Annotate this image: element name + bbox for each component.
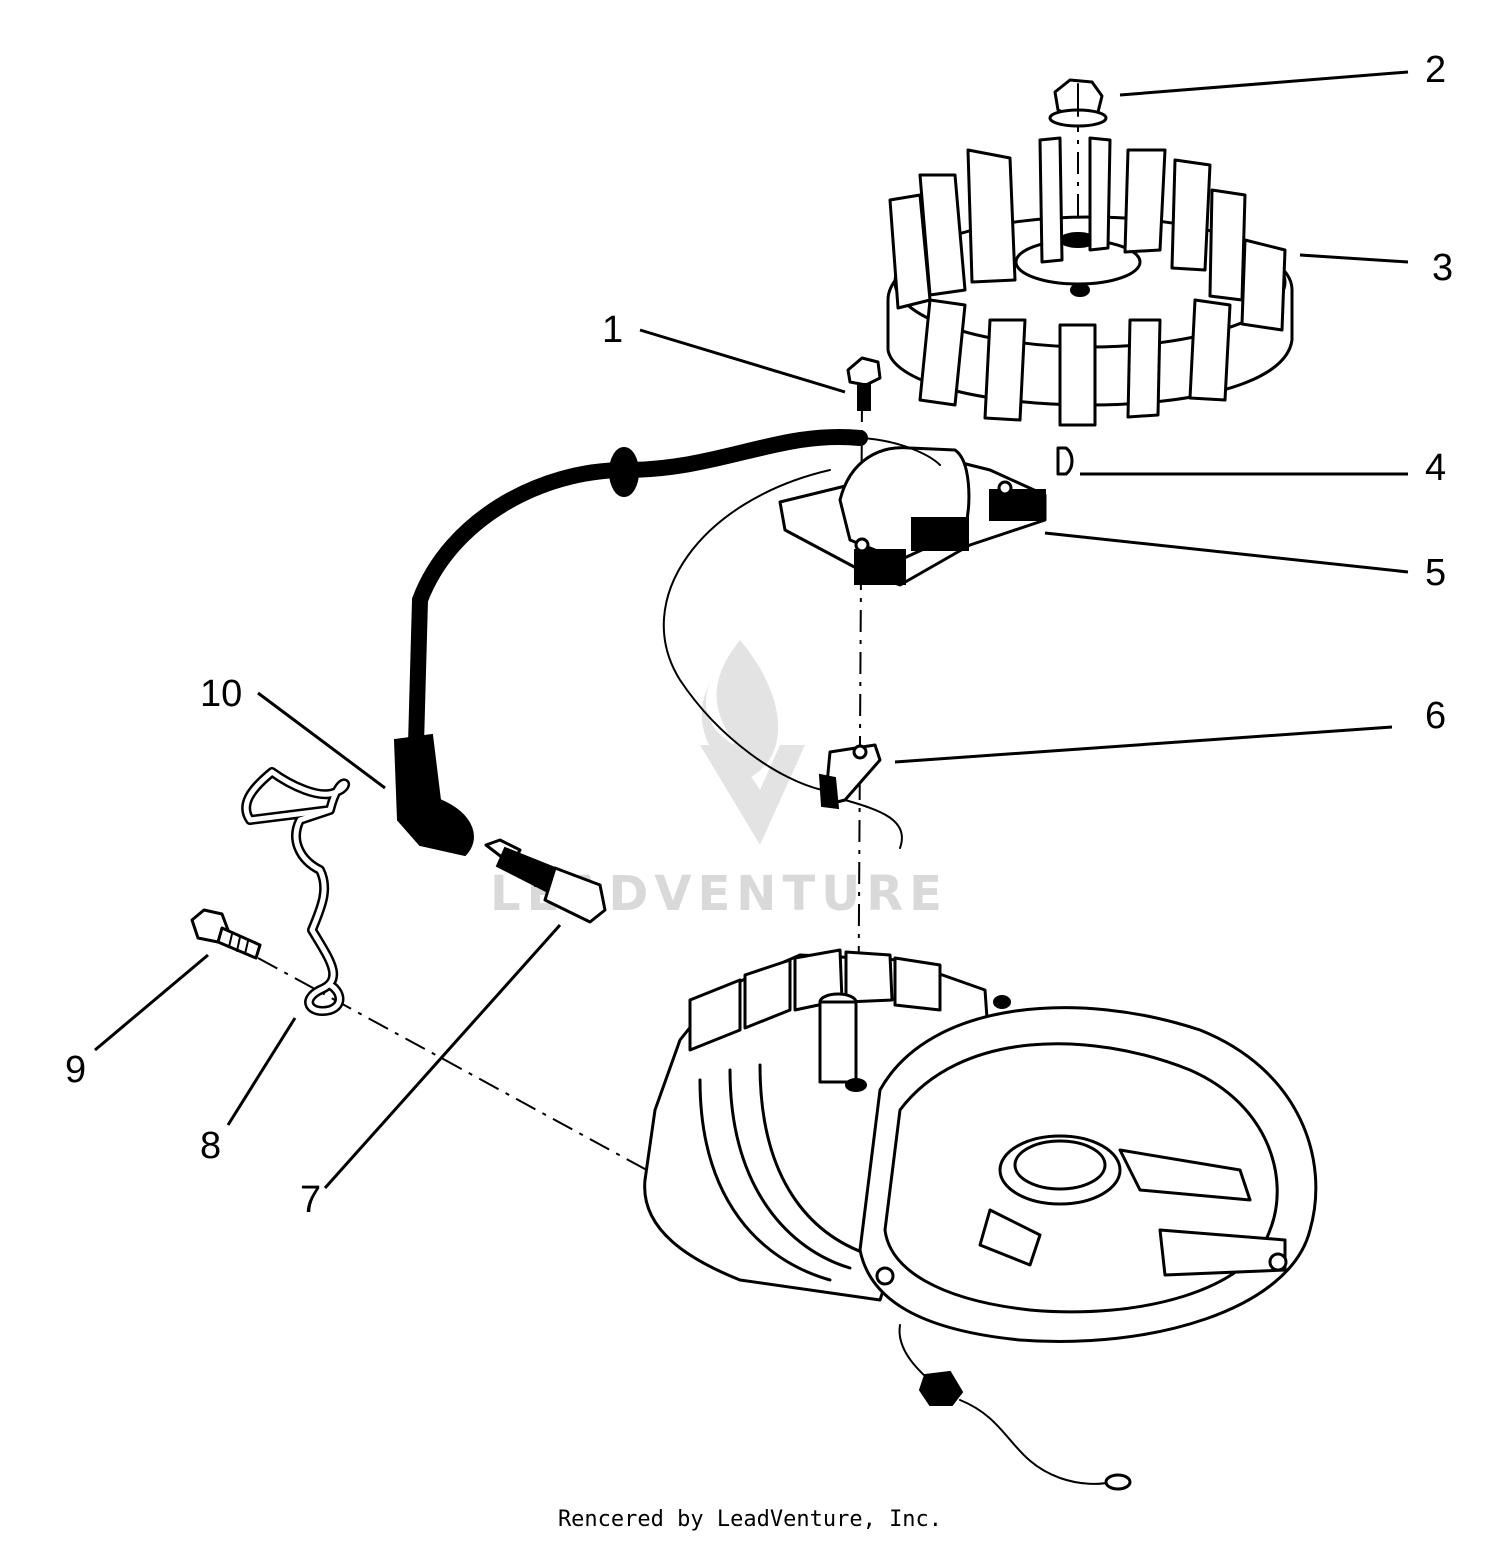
callout-10: 10 bbox=[200, 673, 242, 715]
screw bbox=[846, 356, 882, 411]
watermark-logo-icon bbox=[700, 640, 805, 845]
flywheel-nut bbox=[1048, 78, 1108, 128]
bracket-bolt bbox=[190, 908, 262, 960]
ignition-coil bbox=[778, 446, 1047, 587]
callout-6: 6 bbox=[1425, 695, 1446, 737]
engine-cylinder bbox=[643, 948, 992, 1302]
callout-8: 8 bbox=[200, 1125, 221, 1167]
footer-credit: Rencered by LeadVenture, Inc. bbox=[558, 1507, 942, 1532]
flywheel-key bbox=[1056, 446, 1074, 476]
spark-plug-lead bbox=[393, 429, 941, 857]
spark-plug bbox=[484, 838, 607, 924]
flywheel bbox=[886, 136, 1294, 427]
callout-3: 3 bbox=[1432, 247, 1453, 289]
center-line-bracket bbox=[257, 957, 666, 1181]
callout-5: 5 bbox=[1425, 552, 1446, 594]
callout-7: 7 bbox=[300, 1179, 321, 1221]
terminal-clip bbox=[818, 743, 903, 849]
callout-9: 9 bbox=[65, 1049, 86, 1091]
callout-1: 1 bbox=[602, 309, 623, 351]
kill-wire bbox=[898, 1324, 1132, 1491]
engine-housing bbox=[858, 995, 1318, 1344]
ground-wire bbox=[662, 469, 831, 791]
callout-2: 2 bbox=[1425, 49, 1446, 91]
leader-lines bbox=[94, 70, 1409, 1189]
callout-4: 4 bbox=[1425, 447, 1446, 489]
